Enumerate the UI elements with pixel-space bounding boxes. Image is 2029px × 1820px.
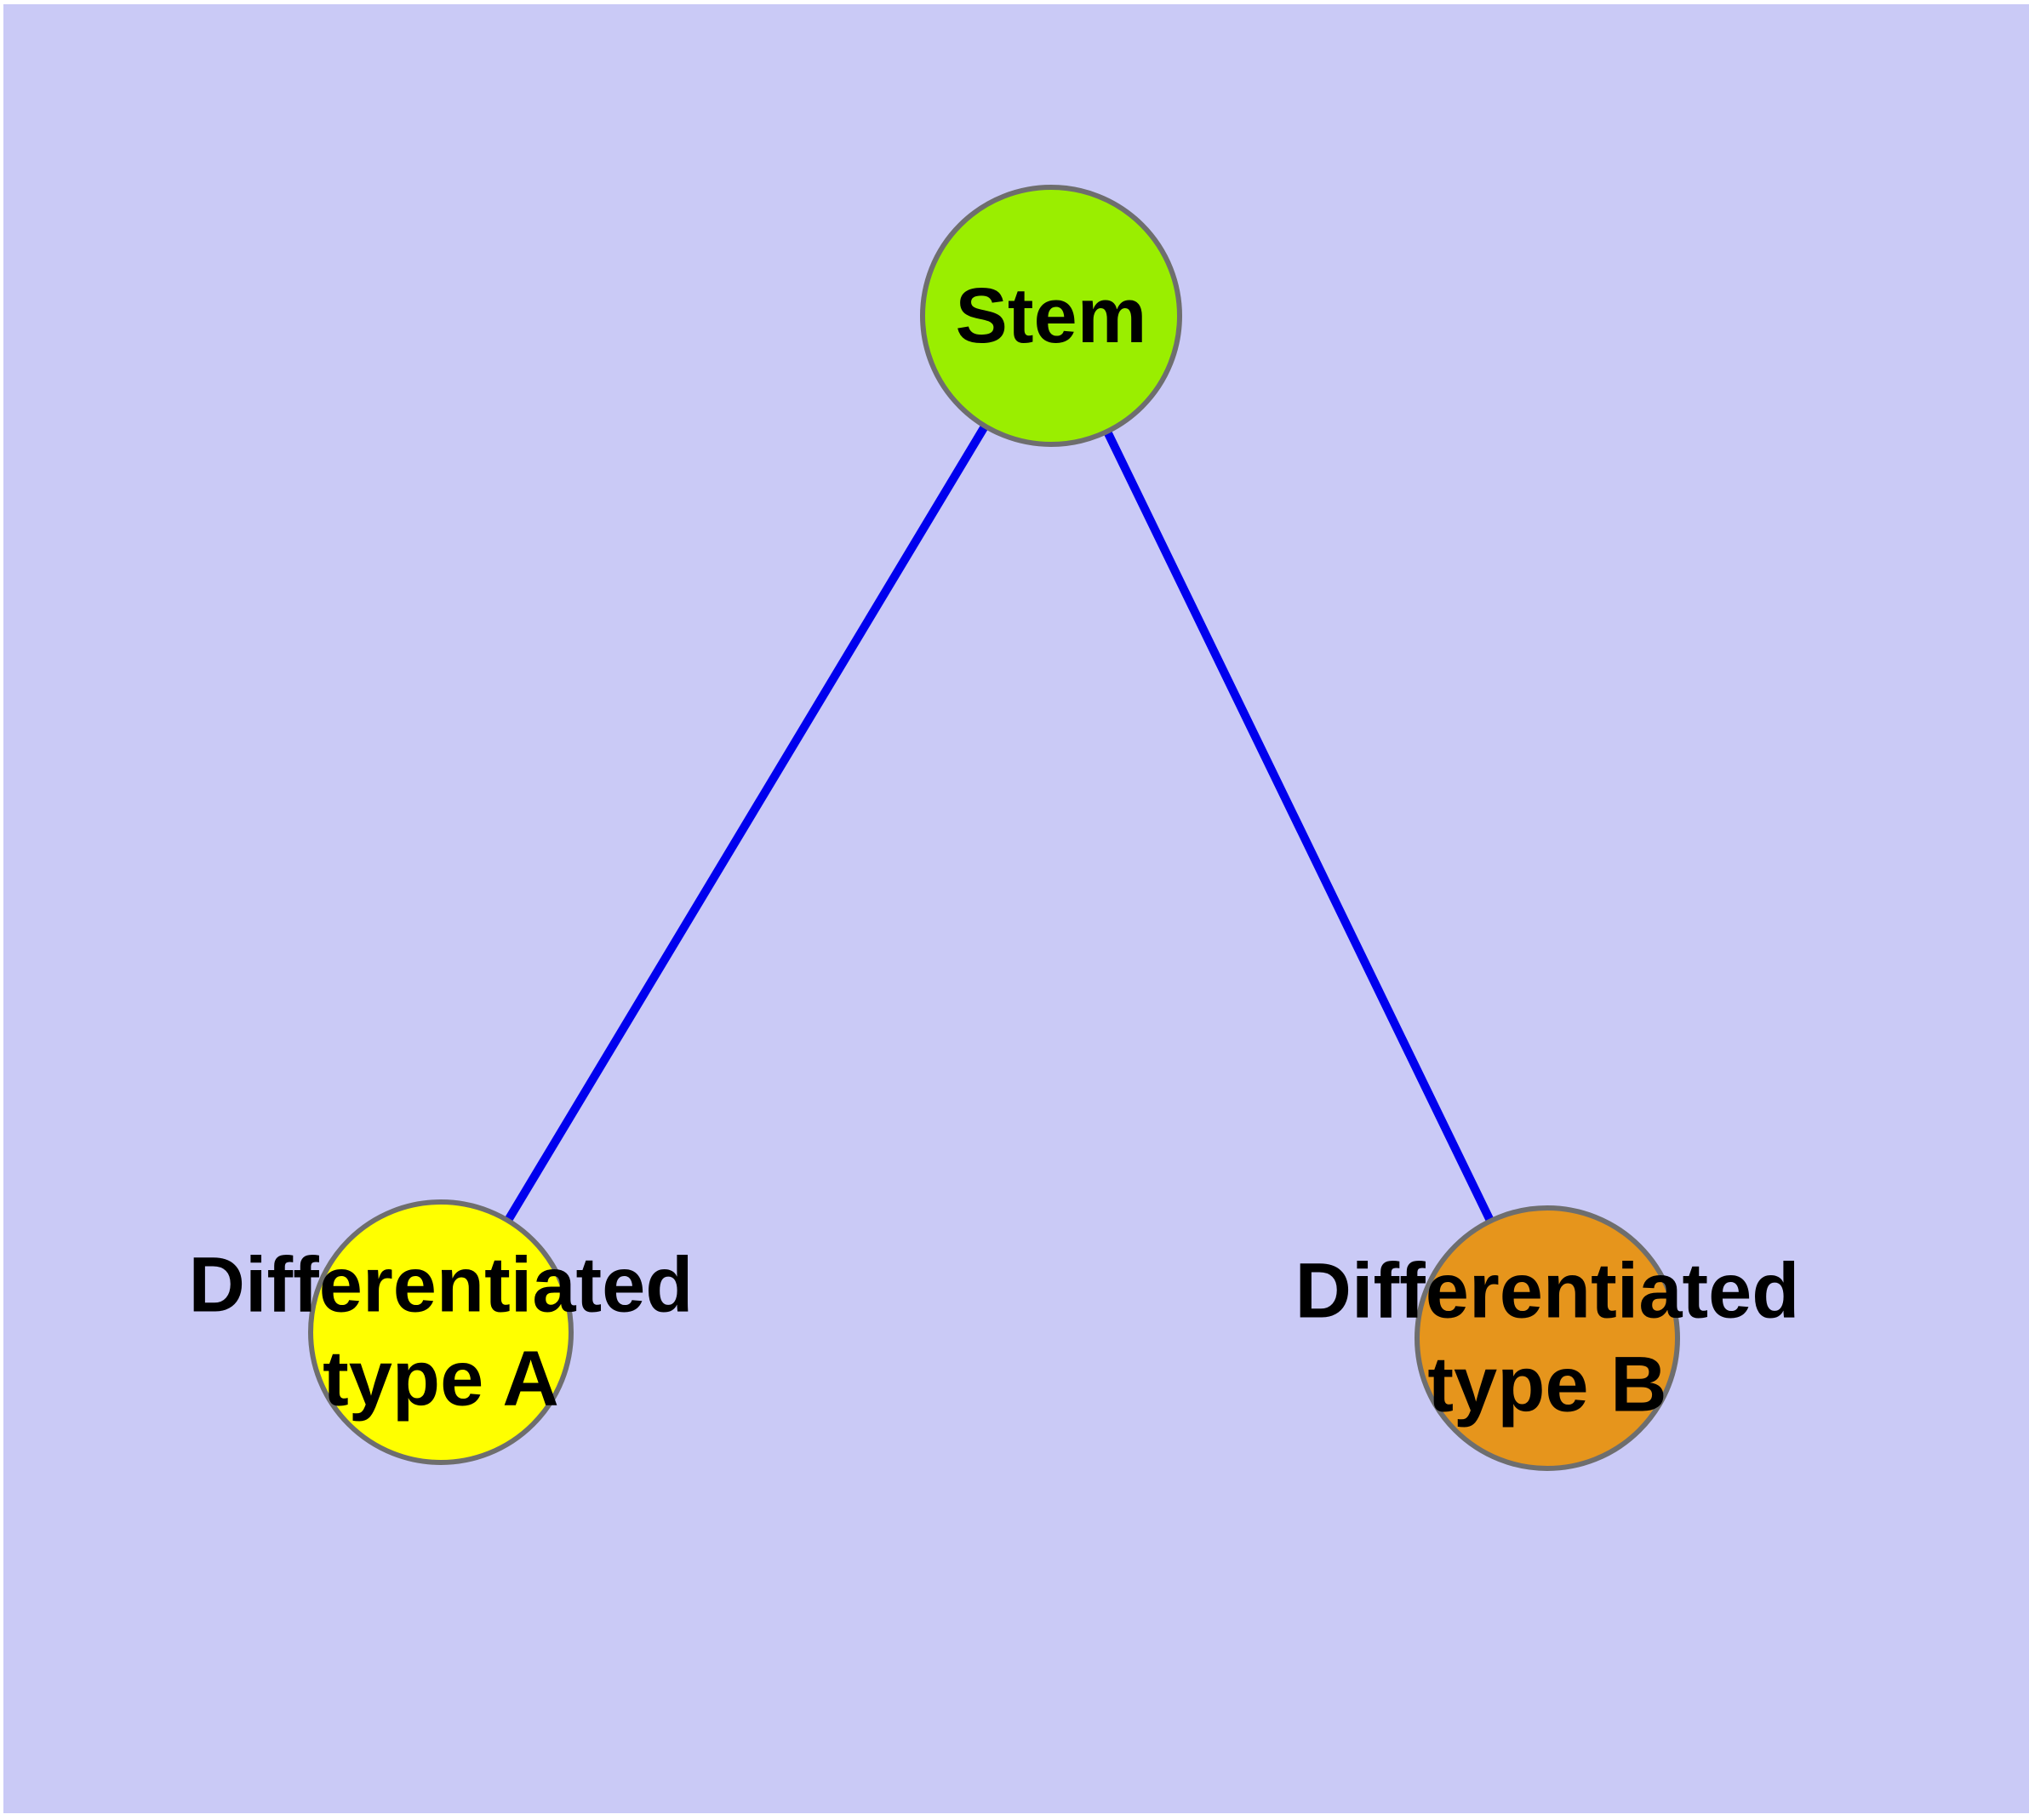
- node-stem: [920, 185, 1182, 447]
- node-differentiated-type-a: [308, 1199, 574, 1465]
- edge-stem-to-type-b: [1047, 312, 1552, 1342]
- node-differentiated-type-b: [1415, 1205, 1680, 1471]
- edge-stem-to-type-a: [437, 312, 1055, 1336]
